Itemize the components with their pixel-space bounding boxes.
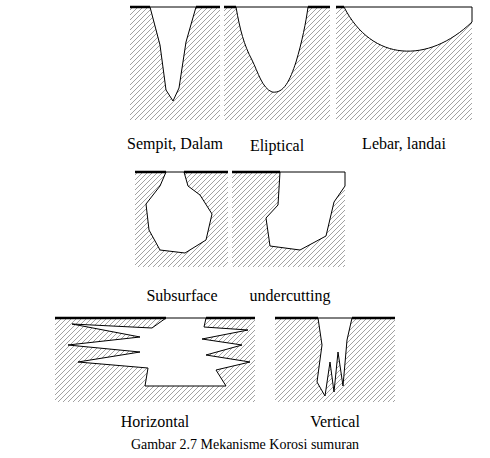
pit-type-label: Lebar, landai: [362, 134, 446, 153]
metal-block: [135, 172, 228, 267]
pit-shape: [150, 7, 196, 101]
metal-block: [275, 318, 395, 402]
pit-shape: [236, 7, 308, 92]
pit-shape: [344, 7, 472, 51]
pit-shape: [68, 318, 250, 386]
surface-line: [130, 6, 220, 9]
metal-block: [130, 7, 220, 120]
pit-type-label: Horizontal: [121, 412, 189, 431]
surface-line: [135, 171, 228, 174]
figure-caption: Gambar 2.7 Mekanisme Korosi sumuran: [131, 437, 359, 454]
surface-line: [224, 6, 330, 9]
pit-shape: [266, 172, 345, 250]
pit-shape: [317, 318, 352, 396]
pit-type-label: undercutting: [250, 286, 331, 305]
surface-line: [336, 6, 344, 9]
pit-type-label: Subsurface: [146, 286, 217, 305]
surface-line: [232, 171, 280, 174]
pit-type-label: Eliptical: [250, 136, 304, 155]
surface-line: [55, 317, 255, 320]
pit-type-label: Sempit, Dalam: [127, 134, 223, 153]
pit-shape: [146, 172, 212, 253]
metal-block: [224, 7, 330, 120]
metal-block: [232, 172, 345, 267]
surface-line: [275, 317, 395, 320]
pit-type-label: Vertical: [310, 412, 360, 431]
metal-block: [336, 7, 472, 120]
metal-block: [55, 318, 255, 402]
